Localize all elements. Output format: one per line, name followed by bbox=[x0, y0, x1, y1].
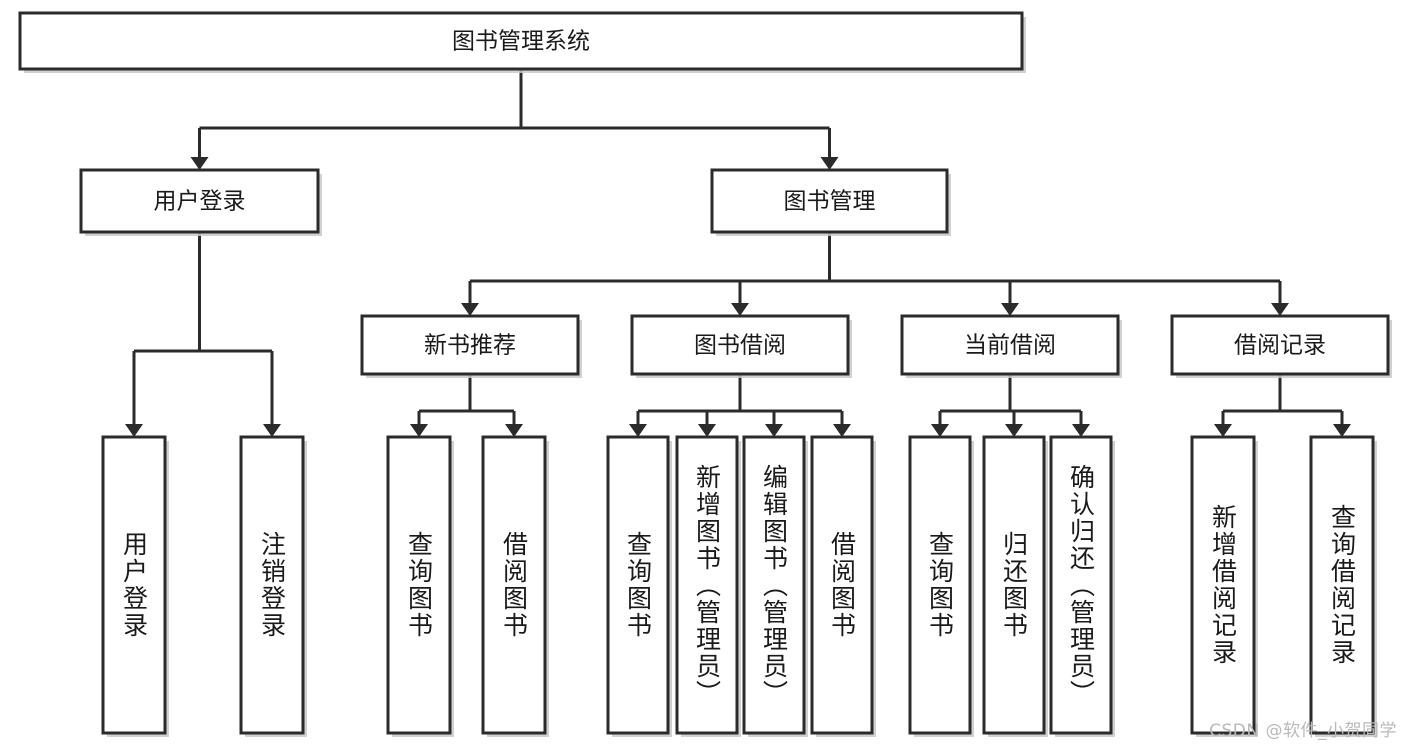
node-box-leaf-query-record[interactable] bbox=[1309, 435, 1375, 735]
arrow-head-icon bbox=[1072, 424, 1090, 437]
node-box-root[interactable] bbox=[18, 11, 1024, 71]
node-box-leaf-query-book-new[interactable] bbox=[386, 435, 452, 735]
node-box-leaf-query-book-cur[interactable] bbox=[908, 435, 972, 735]
arrow-head-icon bbox=[461, 303, 479, 316]
node-box-leaf-user-login[interactable] bbox=[101, 435, 167, 735]
arrow-head-icon bbox=[125, 424, 143, 437]
node-box-leaf-return-book[interactable] bbox=[982, 435, 1046, 735]
node-box-leaf-add-record[interactable] bbox=[1190, 435, 1256, 735]
arrow-head-icon bbox=[1001, 303, 1019, 316]
node-label-user-login: 用户登录 bbox=[154, 189, 246, 215]
arrow-head-icon bbox=[731, 303, 749, 316]
node-label-root: 图书管理系统 bbox=[452, 29, 590, 55]
arrow-head-icon bbox=[505, 424, 523, 437]
arrow-head-icon bbox=[1005, 424, 1023, 437]
arrow-head-icon bbox=[765, 424, 783, 437]
node-box-leaf-confirm-return[interactable] bbox=[1049, 435, 1113, 735]
node-box-leaf-query-book[interactable] bbox=[606, 435, 670, 735]
node-label-borrow-record: 借阅记录 bbox=[1234, 333, 1326, 359]
arrow-head-icon bbox=[833, 424, 851, 437]
arrow-head-icon bbox=[629, 424, 647, 437]
arrow-head-icon bbox=[931, 424, 949, 437]
node-box-leaf-add-book-admin[interactable] bbox=[675, 435, 739, 735]
arrow-head-icon bbox=[1333, 424, 1351, 437]
node-label-new-book-recommend: 新书推荐 bbox=[424, 333, 516, 359]
node-box-new-book-recommend[interactable] bbox=[360, 314, 580, 376]
node-box-book-manage[interactable] bbox=[710, 168, 949, 234]
node-box-leaf-logout[interactable] bbox=[239, 435, 305, 735]
node-box-borrow-record[interactable] bbox=[1170, 314, 1390, 376]
arrow-head-icon bbox=[263, 424, 281, 437]
edge-layer bbox=[125, 69, 1351, 437]
node-box-user-login[interactable] bbox=[79, 168, 320, 234]
node-box-leaf-borrow-book-new[interactable] bbox=[481, 435, 547, 735]
arrow-head-icon bbox=[820, 157, 839, 170]
watermark-text: CSDN @软件_小贺同学 bbox=[1209, 721, 1397, 741]
node-box-current-borrow[interactable] bbox=[900, 314, 1120, 376]
node-box-leaf-edit-book-admin[interactable] bbox=[742, 435, 806, 735]
node-label-book-borrow: 图书借阅 bbox=[694, 333, 786, 359]
node-label-book-manage: 图书管理 bbox=[784, 189, 876, 215]
node-label-current-borrow: 当前借阅 bbox=[964, 333, 1056, 359]
arrow-head-icon bbox=[410, 424, 428, 437]
arrow-head-icon bbox=[190, 157, 209, 170]
arrow-head-icon bbox=[698, 424, 716, 437]
arrow-head-icon bbox=[1271, 303, 1289, 316]
node-box-leaf-borrow-book[interactable] bbox=[810, 435, 874, 735]
node-box-book-borrow[interactable] bbox=[630, 314, 850, 376]
arrow-head-icon bbox=[1214, 424, 1232, 437]
